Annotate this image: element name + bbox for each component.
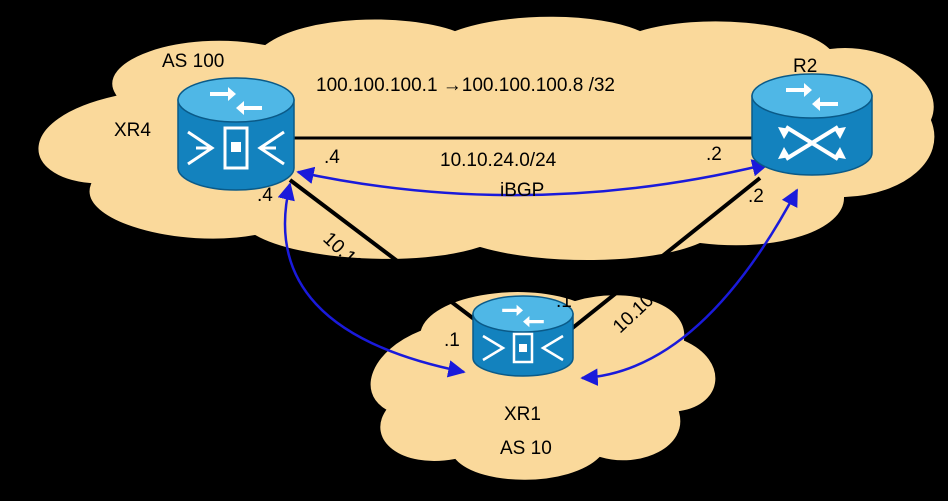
end-r2-on-xr4-r2: .2 bbox=[706, 144, 722, 165]
end-r2-on-xr1-r2: .2 bbox=[748, 186, 764, 207]
router-icon bbox=[751, 73, 873, 176]
end-xr4-on-xr4-xr1: .4 bbox=[257, 185, 273, 206]
ebgp-session-arrow-xr1-r2 bbox=[580, 188, 799, 386]
xr1-name-label: XR1 bbox=[504, 404, 541, 425]
xr4-name-label: XR4 bbox=[114, 120, 151, 141]
router-xr4[interactable] bbox=[177, 77, 295, 191]
router-xr-icon bbox=[177, 77, 295, 191]
as10-label: AS 10 bbox=[500, 438, 552, 459]
as100-label: AS 100 bbox=[162, 51, 224, 72]
ebgp-session-arrow-xr4-xr1 bbox=[277, 182, 466, 378]
end-xr1-on-xr1-r2: .1 bbox=[556, 291, 572, 312]
r2-name-label: R2 bbox=[793, 56, 817, 77]
subnet-xr4-r2-label: 10.10.24.0/24 bbox=[440, 150, 557, 171]
ebgp-label-xr1-r2: eBGP bbox=[729, 271, 763, 323]
router-xr-icon bbox=[472, 295, 574, 377]
router-xr1[interactable] bbox=[472, 295, 574, 377]
end-xr4-on-xr4-r2: .4 bbox=[324, 147, 340, 168]
router-r2[interactable] bbox=[751, 73, 873, 176]
ibgp-label: iBGP bbox=[500, 180, 544, 201]
prefix-range-label: 100.100.100.1 →100.100.100.8 /32 bbox=[316, 75, 615, 96]
end-xr1-on-xr4-xr1: .1 bbox=[444, 330, 460, 351]
